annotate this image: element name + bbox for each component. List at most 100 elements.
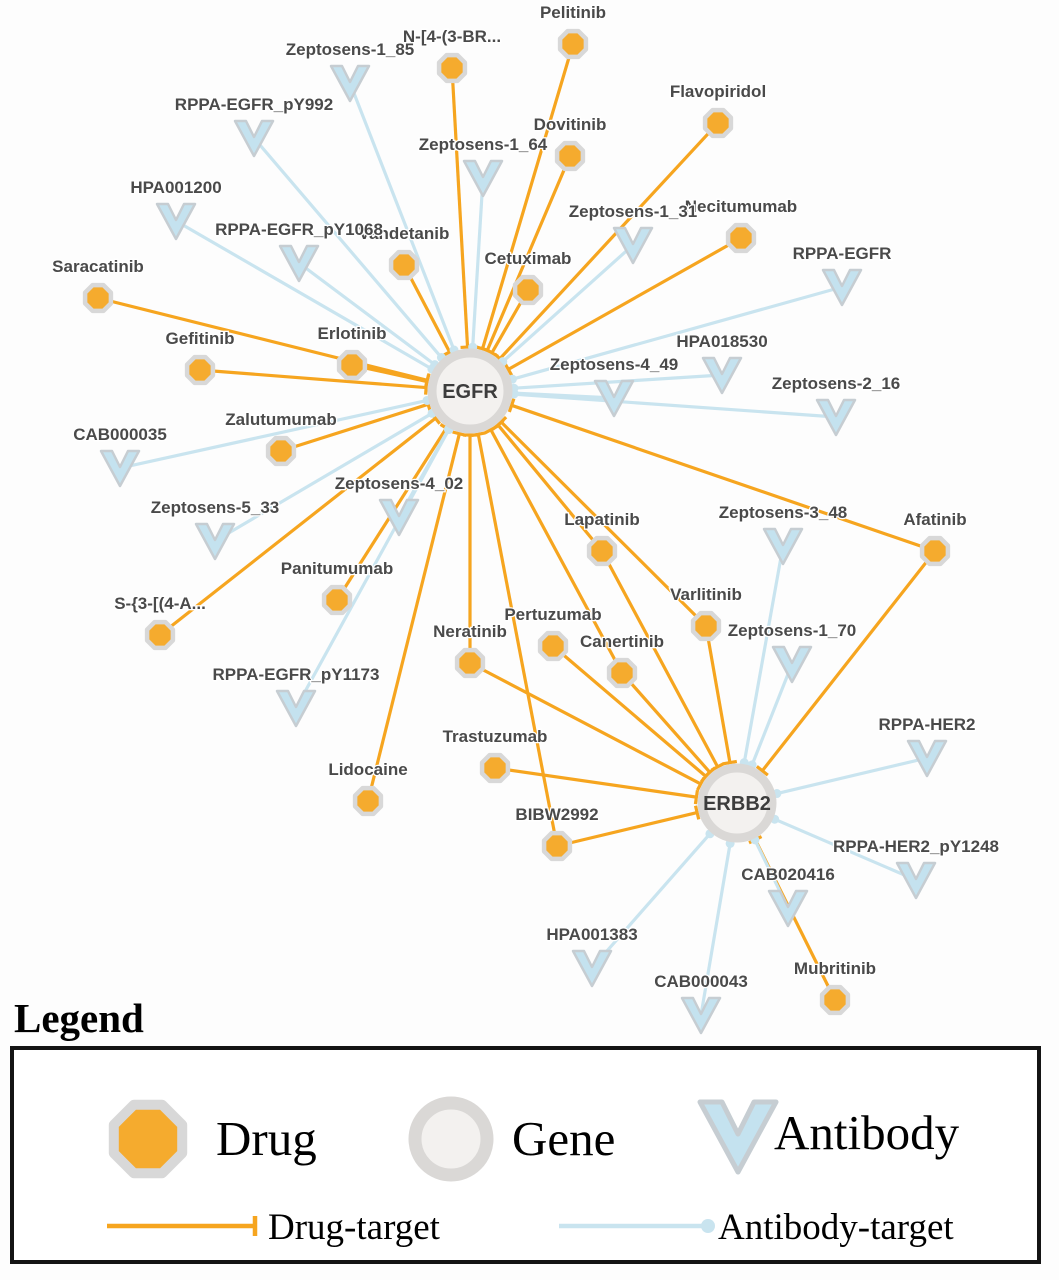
edge-s-3-4-a-egfr [159, 416, 437, 637]
edge-tee-lidocaine-egfr [452, 430, 467, 437]
antibody-chevron-shape [697, 1099, 779, 1175]
edge-pertuzumab-erbb2 [551, 644, 707, 778]
node-label-zeptosens-1-31: Zeptosens-1_31 [569, 202, 698, 221]
edge-rppa-egfr-py992-egfr [252, 136, 443, 359]
drug-node-necitumumab [725, 222, 757, 254]
drug-node-mubritinib [819, 984, 851, 1016]
antibody-node-zeptosens-2-16 [815, 398, 857, 437]
edge-tee-necitumumab-egfr [503, 362, 514, 377]
node-label-zeptosens-2-16: Zeptosens-2_16 [772, 374, 901, 393]
edge-varlitinib-erbb2 [704, 625, 732, 763]
antibody-node-rppa-her2-py1248 [895, 861, 937, 900]
node-label-cab000043: CAB000043 [654, 972, 748, 991]
edge-zalutumumab-egfr [280, 402, 429, 453]
edge-rppa-egfr-py1068-egfr [298, 261, 436, 366]
edge-zeptosens-5-33-egfr [214, 411, 433, 543]
drug-icon [108, 1099, 188, 1179]
drug-target-edge-icon [107, 1216, 258, 1236]
edge-tee-varlitinib-erbb2 [722, 759, 738, 766]
antibody-node-rppa-her2 [906, 739, 948, 778]
edge-bibw2992-erbb2 [556, 810, 698, 848]
edge-zeptosens-2-16-egfr [513, 392, 837, 419]
node-label-varlitinib: Varlitinib [670, 585, 742, 604]
node-label-n-4-3-br: N-[4-(3-BR... [403, 27, 501, 46]
antibody-node-rppa-egfr-py1173 [275, 689, 317, 728]
node-label-rppa-egfr: RPPA-EGFR [793, 244, 892, 263]
edge-cab000043-erbb2 [699, 843, 732, 1016]
antibody-node-cab020416 [767, 889, 809, 928]
node-label-lapatinib: Lapatinib [564, 510, 640, 529]
node-label-zeptosens-1-70: Zeptosens-1_70 [728, 621, 857, 640]
edge-rppa-her2-erbb2 [776, 756, 928, 796]
antibody-node-hpa018530 [701, 356, 743, 395]
gene-node-erbb2 [697, 763, 777, 843]
node-label-pelitinib: Pelitinib [540, 3, 606, 22]
antibody-node-zeptosens-4-49 [593, 379, 635, 418]
gene-node-egfr [427, 348, 513, 434]
node-label-neratinib: Neratinib [433, 622, 507, 641]
edge-tee-erlotinib-egfr [423, 374, 431, 389]
node-label-pertuzumab: Pertuzumab [504, 605, 601, 624]
drug-node-dovitinib [554, 140, 586, 172]
legend-gene-label: Gene [512, 1111, 616, 1166]
edge-afatinib-egfr [511, 403, 936, 553]
antibody-node-rppa-egfr-py992 [233, 119, 275, 158]
edge-lapatinib-egfr [496, 423, 604, 553]
legend-antibody-target-label: Antibody-target [718, 1207, 954, 1248]
gene-label-egfr: EGFR [442, 381, 498, 403]
node-label-zalutumumab: Zalutumumab [225, 410, 336, 429]
edge-tee-afatinib-erbb2 [755, 765, 769, 777]
node-label-flavopiridol: Flavopiridol [670, 82, 766, 101]
node-label-zeptosens-3-48: Zeptosens-3_48 [719, 503, 848, 522]
antibody-node-zeptosens-3-48 [762, 527, 804, 566]
antibody-node-zeptosens-4-02 [378, 498, 420, 537]
node-label-gefitinib: Gefitinib [166, 329, 235, 348]
edge-tee-bibw2992-erbb2 [693, 805, 701, 820]
antibody-node-zeptosens-5-33 [194, 522, 236, 561]
legend-drug-target-label: Drug-target [268, 1207, 440, 1248]
antibody-node-cab000035 [99, 449, 141, 488]
antibody-target-dot-shape [701, 1219, 715, 1233]
edge-hpa001200-egfr [175, 219, 433, 371]
antibody-node-zeptosens-1-31 [612, 226, 654, 265]
drug-node-neratinib [454, 647, 486, 679]
edge-cab000035-egfr [119, 398, 428, 470]
edge-pelitinib-egfr [480, 43, 575, 350]
edge-tee-canertinib-egfr [483, 425, 498, 435]
node-label-hpa018530: HPA018530 [676, 332, 767, 351]
edge-vandetanib-egfr [402, 264, 452, 353]
antibody-chevron-icon [697, 1099, 779, 1175]
gene-label-erbb2: ERBB2 [703, 793, 771, 815]
node-label-rppa-egfr-py1173: RPPA-EGFR_pY1173 [213, 665, 380, 684]
antibody-node-hpa001200 [155, 202, 197, 241]
edge-tee-trastuzumab-erbb2 [693, 789, 700, 805]
antibody-node-zeptosens-1-64 [462, 159, 504, 198]
node-label-erlotinib: Erlotinib [318, 324, 387, 343]
drug-node-pertuzumab [537, 630, 569, 662]
edge-zeptosens-1-85-egfr [348, 82, 456, 351]
drug-node-saracatinib [82, 282, 114, 314]
node-label-bibw2992: BIBW2992 [515, 805, 598, 824]
legend-title: Legend [14, 995, 144, 1041]
edge-canertinib-egfr [489, 428, 624, 674]
node-label-rppa-egfr-py1068: RPPA-EGFR_pY1068 [215, 220, 383, 239]
edge-zeptosens-3-48-erbb2 [742, 545, 785, 763]
edge-n-4-3-br-egfr [450, 67, 470, 348]
node-label-zeptosens-4-02: Zeptosens-4_02 [335, 474, 464, 493]
edge-hpa001383-erbb2 [590, 832, 712, 970]
drug-node-s-3-4-a [144, 619, 176, 651]
edge-varlitinib-egfr [500, 420, 708, 628]
node-label-dovitinib: Dovitinib [534, 115, 607, 134]
node-label-rppa-her2-py1248: RPPA-HER2_pY1248 [833, 837, 999, 856]
node-label-saracatinib: Saracatinib [52, 257, 144, 276]
edge-canertinib-erbb2 [620, 671, 712, 774]
node-label-necitumumab: Necitumumab [685, 197, 797, 216]
edge-gefitinib-egfr [199, 368, 427, 390]
drug-node-bibw2992 [541, 830, 573, 862]
drug-node-lidocaine [352, 785, 384, 817]
node-label-canertinib: Canertinib [580, 632, 664, 651]
node-label-hpa001200: HPA001200 [130, 178, 221, 197]
edge-rppa-egfr-egfr [511, 285, 843, 381]
